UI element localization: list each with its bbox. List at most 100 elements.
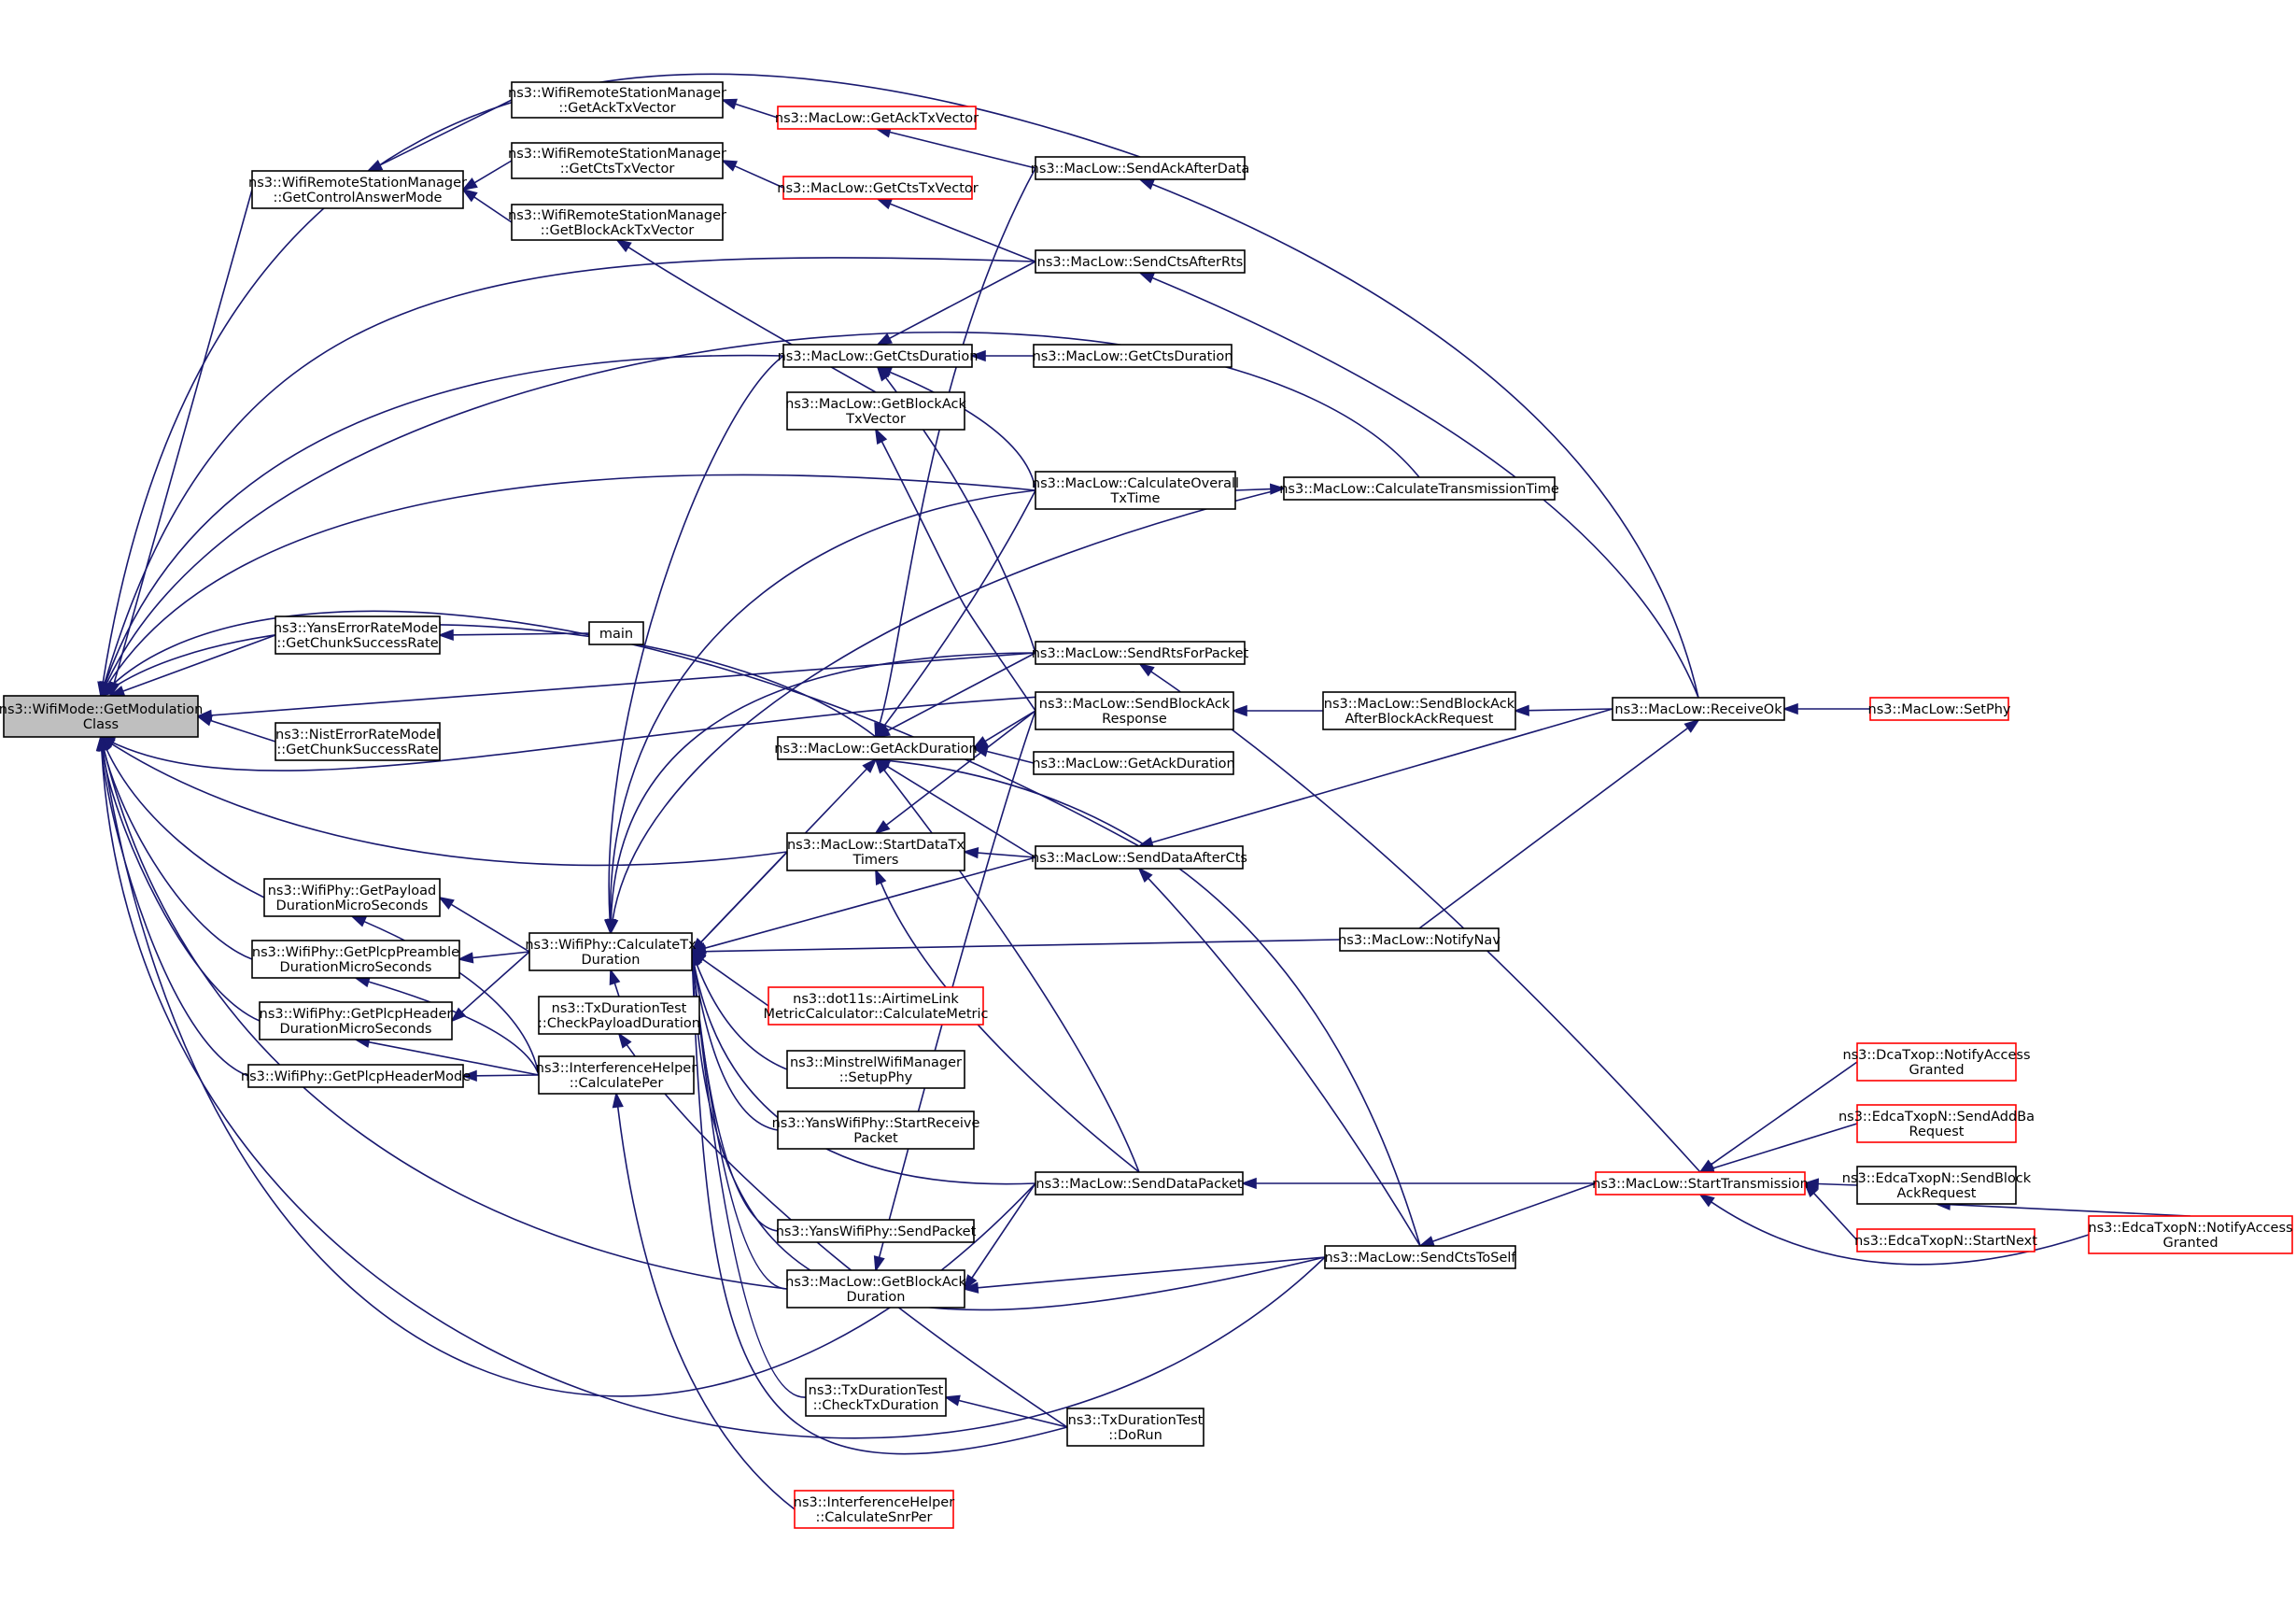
node-check-payload-duration[interactable]: ns3::TxDurationTest::CheckPayloadDuratio… <box>538 996 700 1035</box>
call-edge-calculateTxDuration-to-preambleDuration <box>457 951 530 964</box>
node-get-ack-tx-vector[interactable]: ns3::WifiRemoteStationManager::GetAckTxV… <box>508 81 726 119</box>
arrowhead <box>612 1091 624 1109</box>
node-plcp-header-mode[interactable]: ns3::WifiPhy::GetPlcpHeaderMode <box>241 1064 471 1088</box>
node-calc-snr-per[interactable]: ns3::InterferenceHelper::CalculateSnrPer <box>794 1490 954 1529</box>
node-receive-ok[interactable]: ns3::MacLow::ReceiveOk <box>1612 697 1785 721</box>
node-main[interactable]: main <box>588 621 644 645</box>
node-send-data-packet[interactable]: ns3::MacLow::SendDataPacket <box>1035 1171 1244 1196</box>
node-box <box>1035 471 1236 510</box>
arrowhead <box>876 365 891 382</box>
node-label: ::SetupPhy <box>839 1070 913 1085</box>
node-label: AfterBlockAckRequest <box>1345 712 1494 727</box>
node-label: DurationMicroSeconds <box>280 960 432 975</box>
arrowhead <box>1683 718 1700 733</box>
node-box <box>1339 927 1500 952</box>
node-label: ns3::YansErrorRateModel <box>274 621 442 636</box>
node-yans-chunk[interactable]: ns3::YansErrorRateModel::GetChunkSuccess… <box>274 615 442 655</box>
node-airtime[interactable]: ns3::dot11s::AirtimeLinkMetricCalculator… <box>763 986 989 1026</box>
node-box <box>251 170 464 209</box>
node-label: ns3::MacLow::SendCtsAfterRts <box>1037 255 1244 270</box>
node-box <box>1856 1042 2017 1082</box>
node-send-ack-after-data[interactable]: ns3::MacLow::SendAckAfterData <box>1031 156 1250 180</box>
call-edge-main-to-yansChunk <box>437 629 590 641</box>
call-edge-startDataTxTimers-to-calculateTxDuration <box>690 851 788 954</box>
node-nist-chunk[interactable]: ns3::NistErrorRateModel::GetChunkSuccess… <box>275 722 441 761</box>
node-set-phy[interactable]: ns3::MacLow::SetPhy <box>1868 697 2011 721</box>
node-mac-get-cts-tx-vector[interactable]: ns3::MacLow::GetCtsTxVector <box>777 176 979 200</box>
node-label: ns3::TxDurationTest <box>552 1001 687 1016</box>
node-get-ack-duration-a[interactable]: ns3::MacLow::GetAckDuration <box>774 736 978 760</box>
node-box <box>511 142 724 179</box>
node-preamble-duration[interactable]: ns3::WifiPhy::GetPlcpPreambleDurationMic… <box>251 940 460 979</box>
node-get-control-answer-mode[interactable]: ns3::WifiRemoteStationManager::GetContro… <box>248 170 467 209</box>
node-get-cts-duration-b[interactable]: ns3::MacLow::GetCtsDuration <box>1033 344 1233 368</box>
node-box <box>538 1055 695 1095</box>
node-send-cts-to-self[interactable]: ns3::MacLow::SendCtsToSelf <box>1324 1245 1516 1269</box>
arrowhead <box>875 333 893 347</box>
node-yans-send-packet[interactable]: ns3::YansWifiPhy::SendPacket <box>776 1219 977 1243</box>
call-edge-startNext-to-startTransmission <box>1803 1181 1858 1241</box>
node-get-ack-duration-b[interactable]: ns3::MacLow::GetAckDuration <box>1032 751 1235 775</box>
node-label: ns3::NistErrorRateModel <box>275 728 440 743</box>
call-edge-sendDataAfterCts-to-calculateTxDuration <box>689 856 1036 954</box>
node-notify-nav[interactable]: ns3::MacLow::NotifyNav <box>1338 927 1500 952</box>
node-box <box>588 621 644 645</box>
node-label: ns3::YansWifiPhy::StartReceive <box>772 1116 980 1131</box>
node-label: Request <box>1909 1125 1965 1139</box>
node-send-rts-for-packet[interactable]: ns3::MacLow::SendRtsForPacket <box>1032 641 1249 665</box>
node-get-cts-duration-a[interactable]: ns3::MacLow::GetCtsDuration <box>778 344 979 368</box>
node-get-block-ack-tx-vector[interactable]: ns3::MacLow::GetBlockAckTxVector <box>785 391 966 431</box>
call-nodes: ns3::WifiMode::GetModulationClassns3::Wi… <box>0 81 2293 1529</box>
arrowhead <box>460 1069 477 1082</box>
node-label: ns3::MacLow::CalculateTransmissionTime <box>1279 482 1559 497</box>
call-edge-sendDataPacket-to-getAckDurationA <box>874 757 1140 1173</box>
node-label: ns3::EdcaTxopN::SendBlock <box>1842 1171 2032 1186</box>
node-label: ns3::MacLow::GetAckDuration <box>774 742 978 757</box>
node-start-next[interactable]: ns3::EdcaTxopN::StartNext <box>1854 1228 2037 1252</box>
node-calc-transmission-time[interactable]: ns3::MacLow::CalculateTransmissionTime <box>1279 476 1559 501</box>
node-payload-duration[interactable]: ns3::WifiPhy::GetPayloadDurationMicroSec… <box>263 878 441 917</box>
arrowhead <box>614 238 632 253</box>
node-send-data-after-cts[interactable]: ns3::MacLow::SendDataAfterCts <box>1031 845 1247 870</box>
node-label: ns3::MacLow::SendDataPacket <box>1035 1177 1243 1192</box>
call-edge-calcSnrPer-to-calculatePer <box>612 1091 796 1510</box>
arrowhead <box>1513 704 1529 716</box>
node-label: ns3::MacLow::GetAckDuration <box>1032 757 1235 771</box>
node-get-block-ack-tx-vector-mgr[interactable]: ns3::WifiRemoteStationManager::GetBlockA… <box>508 204 726 241</box>
node-label: AckRequest <box>1897 1186 1977 1201</box>
arrowhead <box>969 349 986 362</box>
node-label: ns3::MinstrelWifiManager <box>790 1055 962 1070</box>
node-mac-get-ack-tx-vector[interactable]: ns3::MacLow::GetAckTxVector <box>775 106 979 130</box>
node-label: ::GetCtsTxVector <box>560 162 675 177</box>
node-send-block-ack-after-req[interactable]: ns3::MacLow::SendBlockAckAfterBlockAckRe… <box>1322 691 1516 730</box>
node-box <box>511 204 724 241</box>
node-minstrel[interactable]: ns3::MinstrelWifiManager::SetupPhy <box>786 1050 965 1089</box>
call-edge-startTransmission-to-sendRtsForPacket <box>1138 662 1701 1173</box>
call-edge-sendAckAfterData-to-getAckDurationA <box>874 167 1036 740</box>
arrowhead <box>720 160 739 172</box>
node-get-cts-tx-vector[interactable]: ns3::WifiRemoteStationManager::GetCtsTxV… <box>508 142 726 179</box>
node-calculate-per[interactable]: ns3::InterferenceHelper::CalculatePer <box>536 1055 697 1095</box>
node-box <box>1035 249 1246 274</box>
node-box <box>786 832 965 871</box>
node-header-duration[interactable]: ns3::WifiPhy::GetPlcpHeaderDurationMicro… <box>259 1001 453 1040</box>
node-label: ns3::WifiRemoteStationManager <box>248 176 467 191</box>
node-label: ns3::dot11s::AirtimeLink <box>793 992 959 1007</box>
node-do-run[interactable]: ns3::TxDurationTest::DoRun <box>1066 1408 1204 1447</box>
arrowhead <box>1138 662 1155 677</box>
node-send-cts-after-rts[interactable]: ns3::MacLow::SendCtsAfterRts <box>1035 249 1246 274</box>
node-start-transmission[interactable]: ns3::MacLow::StartTransmission <box>1592 1171 1809 1196</box>
arrowhead <box>461 188 478 203</box>
node-check-tx-duration[interactable]: ns3::TxDurationTest::CheckTxDuration <box>805 1378 947 1417</box>
